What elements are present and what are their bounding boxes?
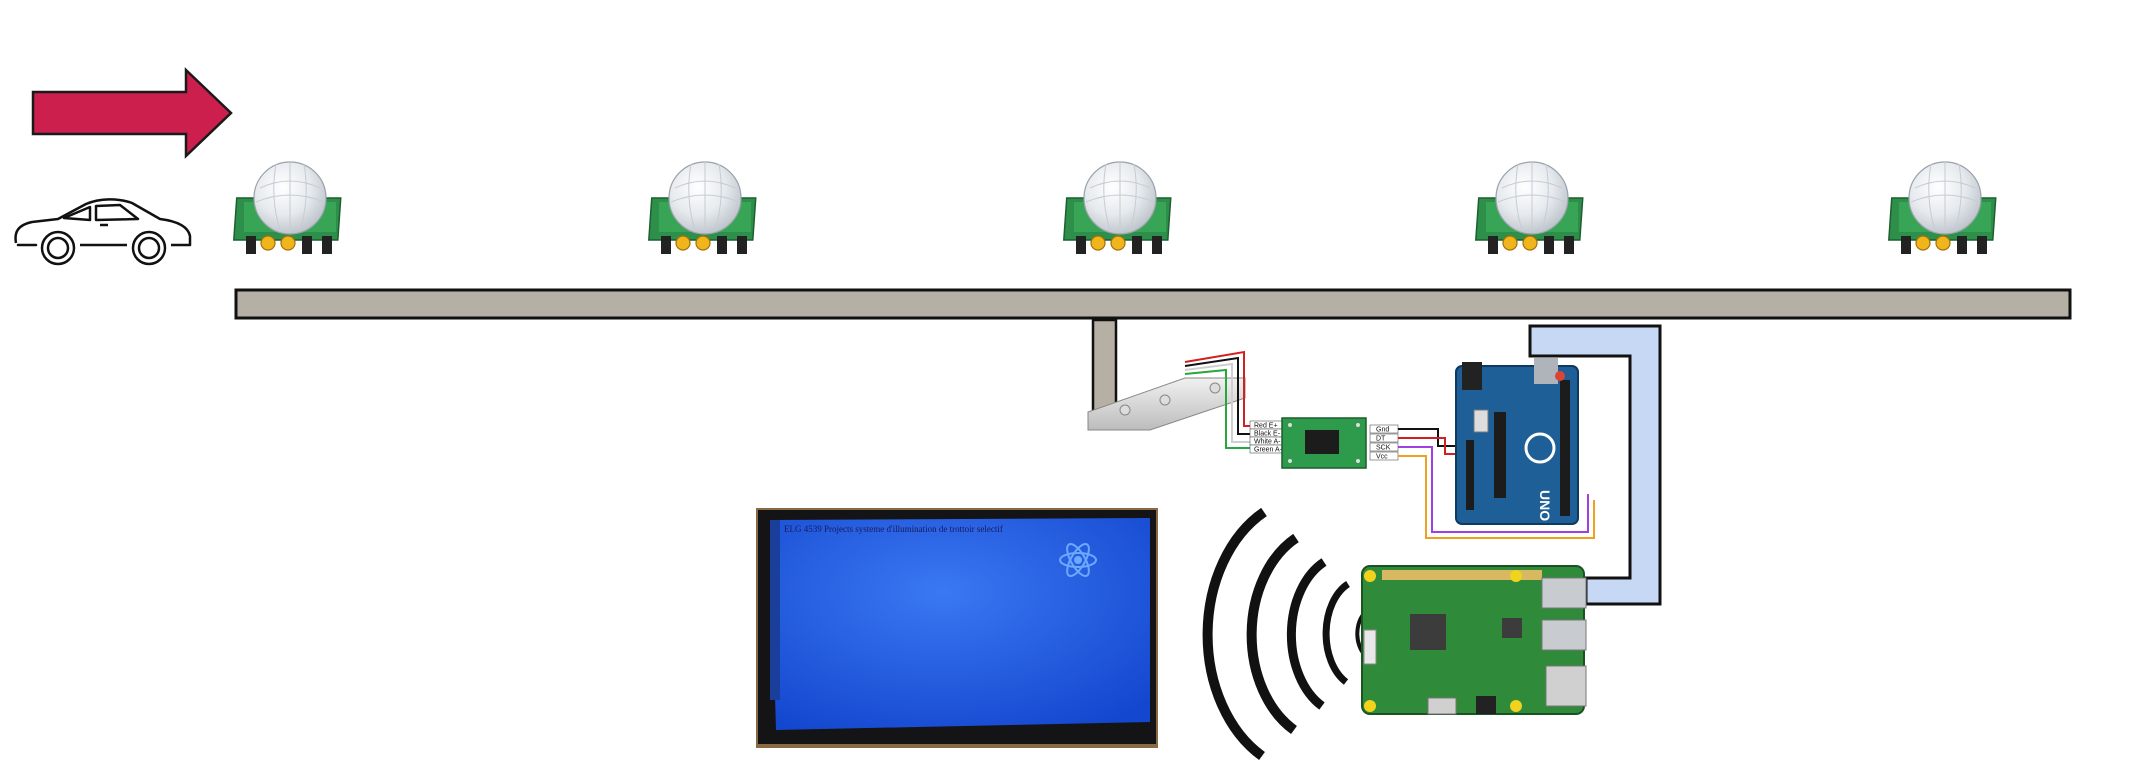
pin-label-vcc: Vcc (1376, 454, 1388, 461)
car-icon (14, 198, 192, 266)
support-post (1091, 318, 1118, 414)
pir-sensor (1475, 161, 1584, 255)
load-cell-wires (1184, 350, 1252, 449)
hx711-pin-labels: Gnd DT SCK Vcc (1369, 424, 1399, 461)
pir-sensor (1888, 161, 1997, 255)
hx711-arduino-wires (1398, 428, 1595, 539)
wire-label-black: Black E- (1254, 431, 1281, 438)
sidewalk-beam (234, 288, 2072, 320)
raspberry-pi-board (1361, 565, 1587, 715)
pir-sensor (1063, 161, 1172, 255)
pin-label-gnd: Gnd (1376, 427, 1389, 434)
arduino-board: UNO (1455, 358, 1579, 525)
pin-label-sck: SCK (1376, 445, 1391, 452)
lcd-display: ELG 4539 Projects systeme d'illumination… (756, 508, 1158, 748)
pir-sensor (233, 161, 342, 255)
wire-label-green: Green A+ (1254, 447, 1284, 454)
wire-label-white: White A- (1254, 439, 1281, 446)
arduino-logo-text: UNO (1537, 490, 1553, 521)
screen-title: ELG 4539 Projects systeme d'illumination… (784, 524, 1003, 534)
arrow-right-icon (31, 67, 233, 159)
wifi-signal-icon (1202, 507, 1370, 761)
react-logo-icon (1059, 543, 1097, 577)
wire-label-red: Red E+ (1254, 423, 1278, 430)
pir-sensor (648, 161, 757, 255)
hx711-board (1281, 417, 1367, 469)
load-cell-wire-labels: Red E+ Black E- White A- Green A+ (1249, 420, 1284, 454)
pin-label-dt: DT (1376, 436, 1386, 443)
